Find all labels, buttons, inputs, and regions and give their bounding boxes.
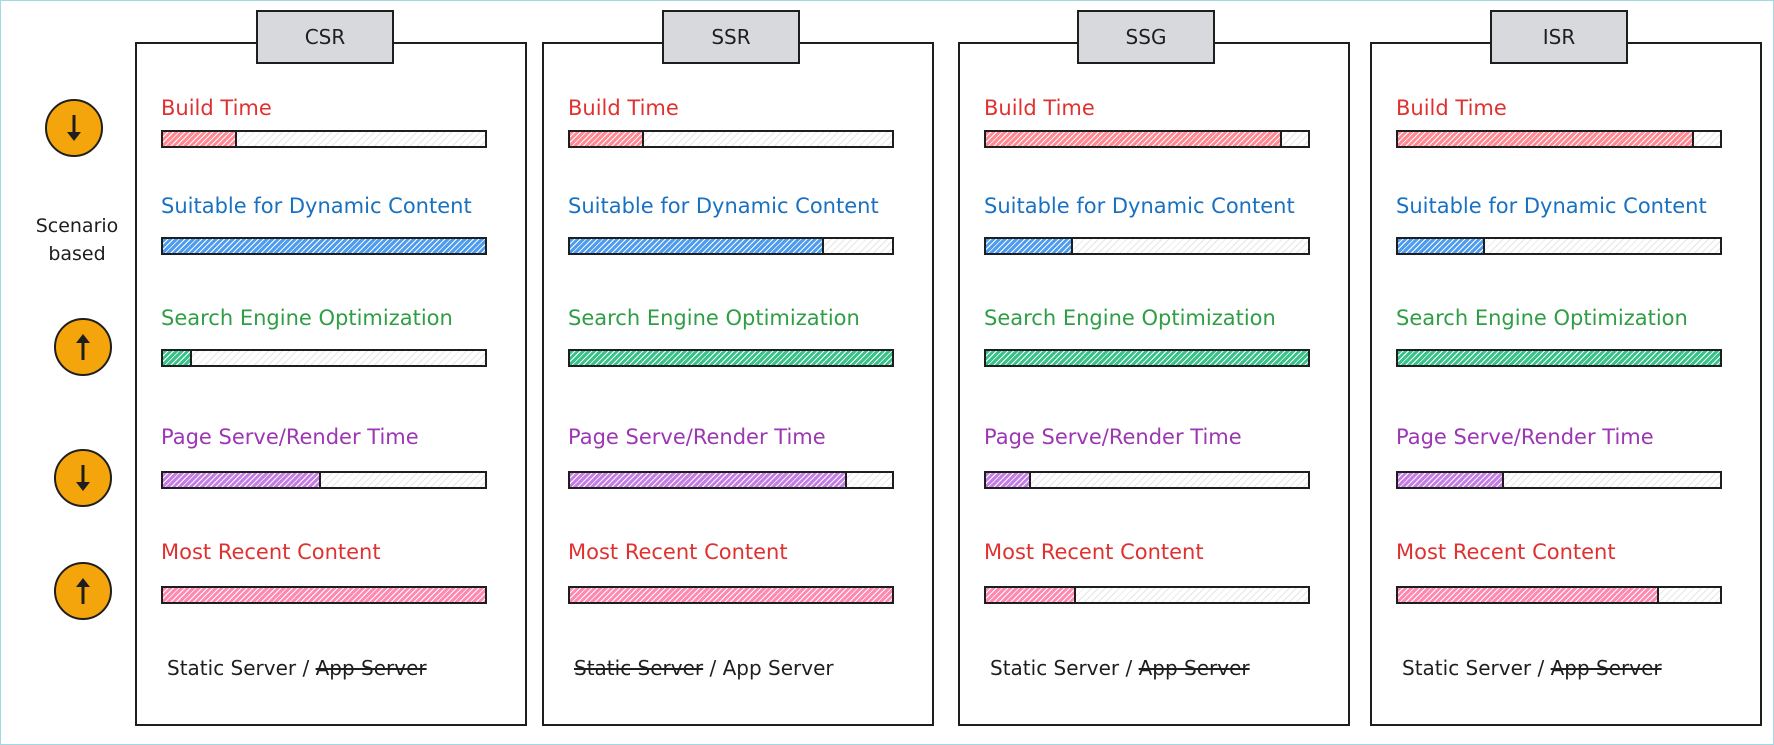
server-separator: / <box>1119 656 1139 680</box>
metric-bar <box>568 130 894 148</box>
metric-bar-fill <box>163 351 192 365</box>
metric-label: Build Time <box>984 96 1095 120</box>
metric-label: Build Time <box>1396 96 1507 120</box>
metric-bar <box>984 471 1310 489</box>
metric-label: Most Recent Content <box>1396 540 1616 564</box>
metric-bar-fill <box>570 239 825 253</box>
static-server-label: Static Server <box>990 656 1120 680</box>
metric-bar-fill <box>1398 588 1659 602</box>
metric-bar <box>984 237 1310 255</box>
static-server-label: Static Server <box>167 656 297 680</box>
metric-bar <box>161 349 487 367</box>
server-separator: / <box>296 656 316 680</box>
app-server-label: App Server <box>1550 656 1662 680</box>
panel-title-0: CSR <box>256 10 394 64</box>
metric-label: Suitable for Dynamic Content <box>1396 194 1707 218</box>
metric-bar <box>161 586 487 604</box>
metric-bar <box>568 349 894 367</box>
scenario-line-1: Scenario <box>35 215 119 237</box>
metric-label: Search Engine Optimization <box>568 306 860 330</box>
metric-bar-fill <box>570 132 645 146</box>
arrow-up-icon <box>54 318 112 376</box>
metric-label: Search Engine Optimization <box>984 306 1276 330</box>
metric-bar <box>1396 237 1722 255</box>
metric-bar-fill <box>1398 132 1695 146</box>
metric-bar-fill <box>986 473 1032 487</box>
metric-bar <box>161 471 487 489</box>
metric-label: Suitable for Dynamic Content <box>161 194 472 218</box>
app-server-label: App Server <box>1138 656 1250 680</box>
metric-bar-fill <box>1398 473 1505 487</box>
metric-label: Most Recent Content <box>161 540 381 564</box>
metric-label: Page Serve/Render Time <box>984 425 1242 449</box>
metric-bar-fill <box>986 588 1077 602</box>
metric-bar <box>984 586 1310 604</box>
metric-bar <box>984 130 1310 148</box>
metric-bar-fill <box>163 588 485 602</box>
server-separator: / <box>1531 656 1551 680</box>
static-server-label: Static Server <box>1402 656 1532 680</box>
static-server-label: Static Server <box>574 656 704 680</box>
arrow-down-icon <box>54 449 112 507</box>
metric-bar-fill <box>1398 351 1720 365</box>
metric-label: Build Time <box>161 96 272 120</box>
metric-label: Most Recent Content <box>568 540 788 564</box>
metric-bar-fill <box>163 239 485 253</box>
metric-bar <box>568 237 894 255</box>
metric-bar <box>1396 130 1722 148</box>
metric-bar-fill <box>986 351 1308 365</box>
metric-bar-fill <box>570 473 847 487</box>
metric-bar-fill <box>163 473 321 487</box>
metric-bar-fill <box>570 588 892 602</box>
metric-bar-fill <box>570 351 892 365</box>
scenario-label: Scenario based <box>22 212 132 268</box>
metric-label: Most Recent Content <box>984 540 1204 564</box>
server-type: Static Server / App Server <box>1402 656 1662 680</box>
metric-bar <box>568 471 894 489</box>
metric-bar <box>1396 586 1722 604</box>
metric-bar-fill <box>986 239 1073 253</box>
metric-bar <box>161 130 487 148</box>
arrow-up-icon <box>54 562 112 620</box>
metric-label: Build Time <box>568 96 679 120</box>
metric-bar-fill <box>1398 239 1485 253</box>
metric-label: Search Engine Optimization <box>1396 306 1688 330</box>
metric-label: Page Serve/Render Time <box>1396 425 1654 449</box>
server-separator: / <box>703 656 723 680</box>
metric-label: Suitable for Dynamic Content <box>568 194 879 218</box>
server-type: Static Server / App Server <box>167 656 427 680</box>
metric-label: Search Engine Optimization <box>161 306 453 330</box>
metric-bar-fill <box>163 132 238 146</box>
app-server-label: App Server <box>722 656 834 680</box>
panel-title-3: ISR <box>1490 10 1628 64</box>
metric-label: Suitable for Dynamic Content <box>984 194 1295 218</box>
metric-bar-fill <box>986 132 1283 146</box>
metric-bar <box>568 586 894 604</box>
app-server-label: App Server <box>315 656 427 680</box>
metric-label: Page Serve/Render Time <box>161 425 419 449</box>
metric-bar <box>984 349 1310 367</box>
scenario-line-2: based <box>48 243 106 265</box>
metric-bar <box>161 237 487 255</box>
server-type: Static Server / App Server <box>574 656 834 680</box>
panel-title-2: SSG <box>1077 10 1215 64</box>
metric-bar <box>1396 349 1722 367</box>
server-type: Static Server / App Server <box>990 656 1250 680</box>
metric-label: Page Serve/Render Time <box>568 425 826 449</box>
panel-title-1: SSR <box>662 10 800 64</box>
arrow-down-icon <box>45 99 103 157</box>
metric-bar <box>1396 471 1722 489</box>
